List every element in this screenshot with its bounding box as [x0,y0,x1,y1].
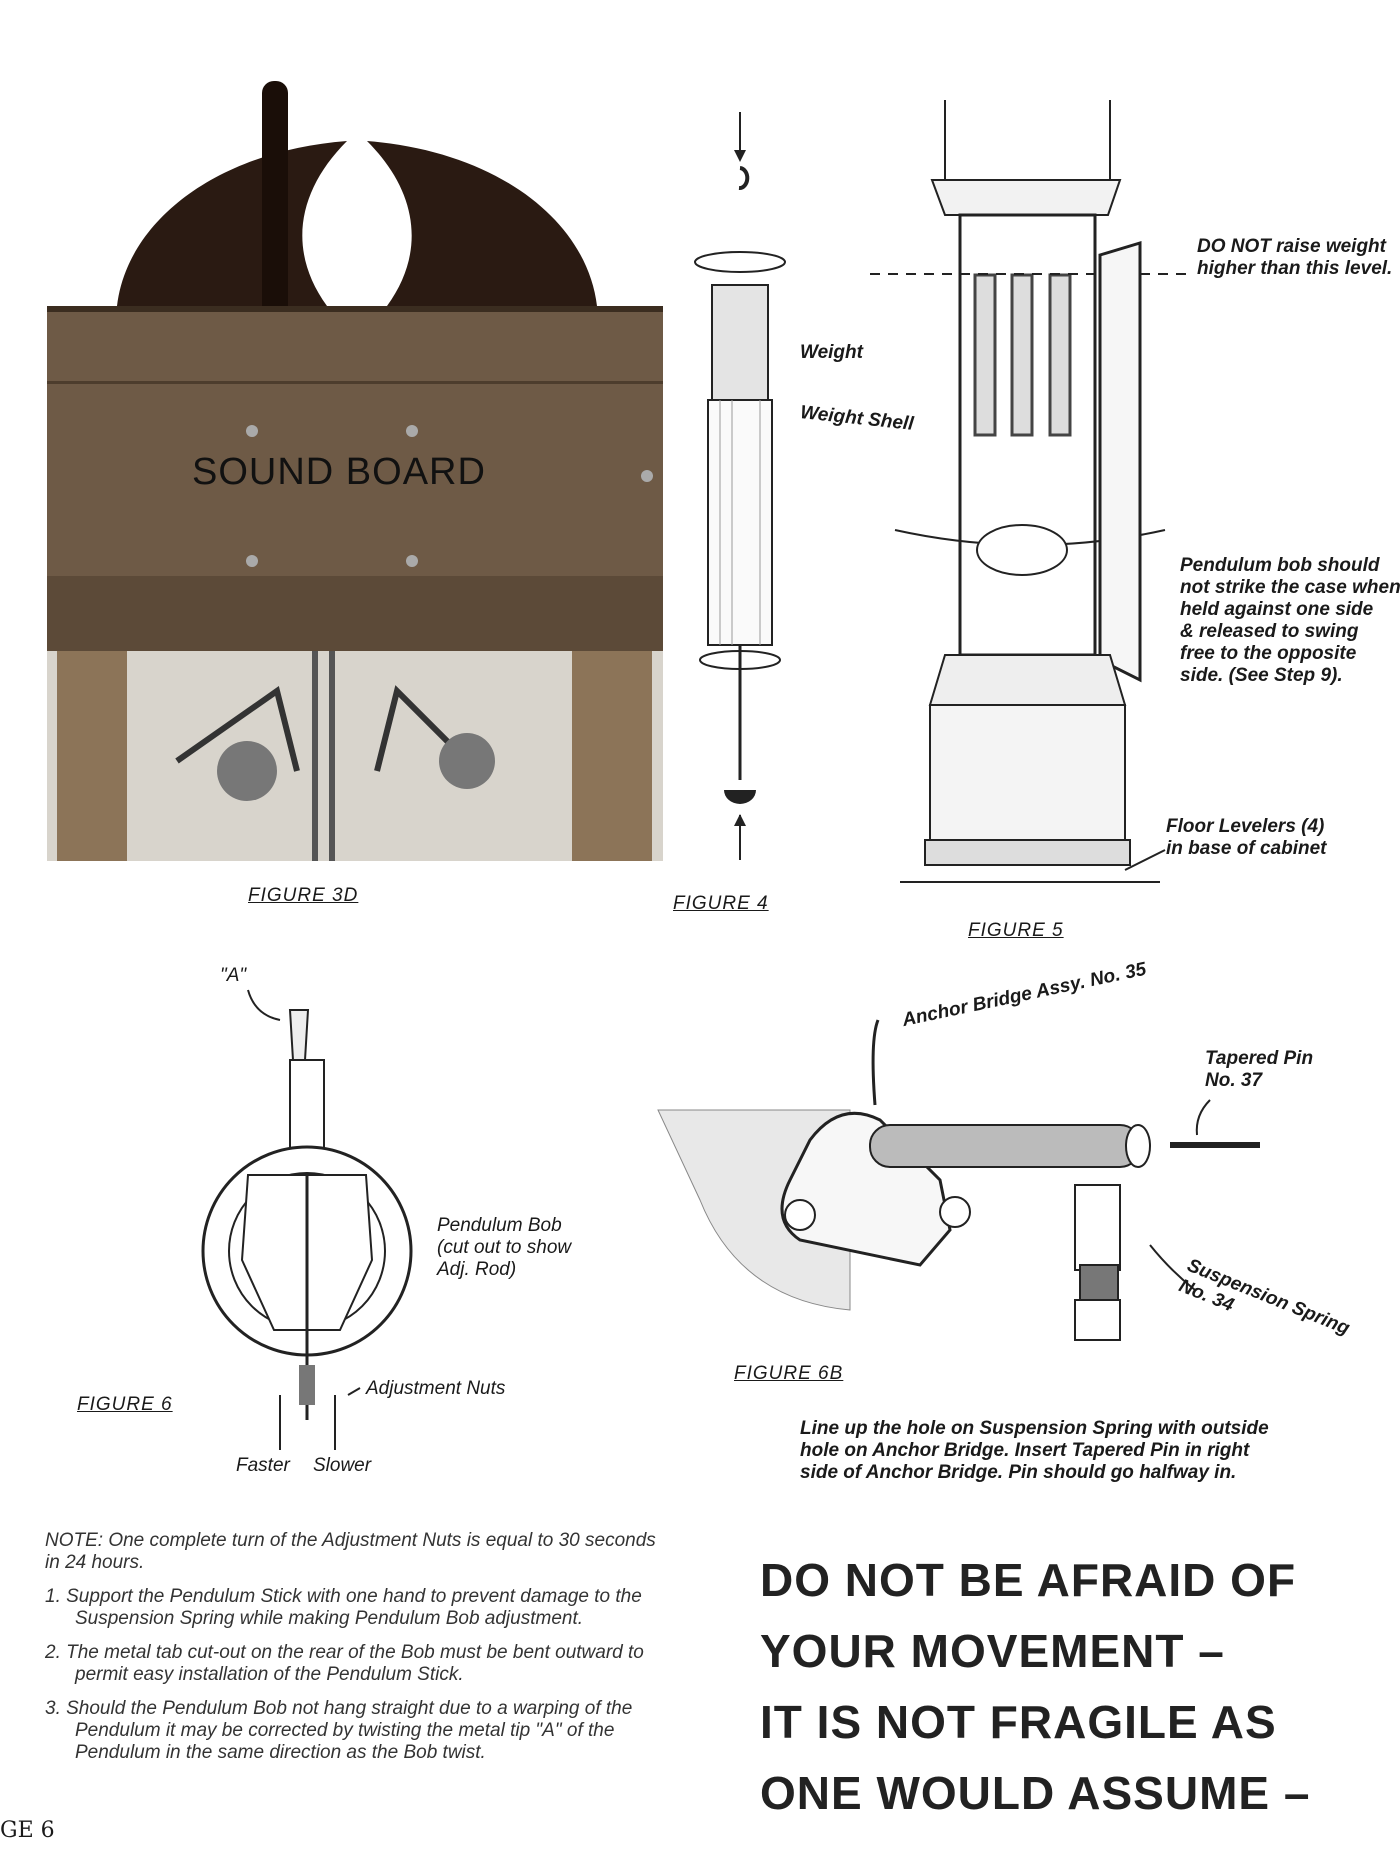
pendulum-clearance-note: Pendulum bob should not strike the case … [1180,555,1400,687]
warning-text: DO NOT BE AFRAID OF YOUR MOVEMENT – IT I… [760,1545,1310,1829]
label-line: No. 37 [1205,1070,1263,1091]
slower-label: Slower [313,1455,372,1476]
sound-board-label: SOUND BOARD [192,451,486,493]
adjustment-nuts-label: Adjustment Nuts [366,1378,506,1399]
note-text: NOTE: One complete turn of the Adjustmen… [45,1530,656,1573]
note-line: & released to swing [1180,621,1359,642]
label-line: Adj. Rod) [437,1259,517,1280]
figure-5-caption: FIGURE 5 [968,920,1064,941]
instruction-line: hole on Anchor Bridge. Insert Tapered Pi… [800,1440,1250,1461]
figure-6-caption: FIGURE 6 [77,1394,173,1415]
figure-6b-instructions: Line up the hole on Suspension Spring wi… [800,1418,1269,1484]
note-item: 3. Should the Pendulum Bob not hang stra… [45,1698,633,1763]
weight-level-line: higher than this level. [1197,258,1393,279]
note-line: not strike the case when [1180,577,1400,598]
label-line: Tapered Pin [1205,1048,1314,1069]
note-line: side. (See Step 9). [1180,665,1343,686]
adjustment-notes: NOTE: One complete turn of the Adjustmen… [45,1530,665,1776]
warning-line: DO NOT BE AFRAID OF [760,1554,1297,1606]
note-line: held against one side [1180,599,1374,620]
warning-line: YOUR MOVEMENT – [760,1625,1225,1677]
faster-label: Faster [236,1455,290,1476]
note-line: free to the opposite [1180,643,1357,664]
instruction-line: Line up the hole on Suspension Spring wi… [800,1418,1269,1439]
figure-3d-photo: SOUND BOARD [47,71,663,861]
label-line: (cut out to show [437,1237,572,1258]
warning-line: ONE WOULD ASSUME – [760,1767,1311,1819]
finial [262,81,288,331]
clock-hood-photo [47,81,663,861]
page-number: GE 6 [0,1818,55,1843]
note-item: 1. Support the Pendulum Stick with one h… [45,1586,642,1629]
weight-label: Weight [800,342,863,363]
instruction-line: side of Anchor Bridge. Pin should go hal… [800,1462,1237,1483]
figure-3d-caption: FIGURE 3D [248,885,359,906]
figure-4-caption: FIGURE 4 [673,893,769,914]
warning-line: IT IS NOT FRAGILE AS [760,1696,1277,1748]
floor-levelers-note: Floor Levelers (4) in base of cabinet [1166,816,1326,860]
weight-level-note: DO NOT raise weight higher than this lev… [1197,236,1392,280]
label-line: Pendulum Bob [437,1215,562,1236]
pendulum-bob-label: Pendulum Bob (cut out to show Adj. Rod) [437,1215,571,1281]
note-line: in base of cabinet [1166,838,1327,859]
note-line: Floor Levelers (4) [1166,816,1325,837]
weight-level-line: DO NOT raise weight [1197,236,1386,257]
note-item: 2. The metal tab cut-out on the rear of … [45,1642,644,1685]
note-line: Pendulum bob should [1180,555,1380,576]
tip-a-label: "A" [220,965,247,986]
tapered-pin-label: Tapered Pin No. 37 [1205,1048,1313,1092]
figure-6b-caption: FIGURE 6B [734,1363,844,1384]
